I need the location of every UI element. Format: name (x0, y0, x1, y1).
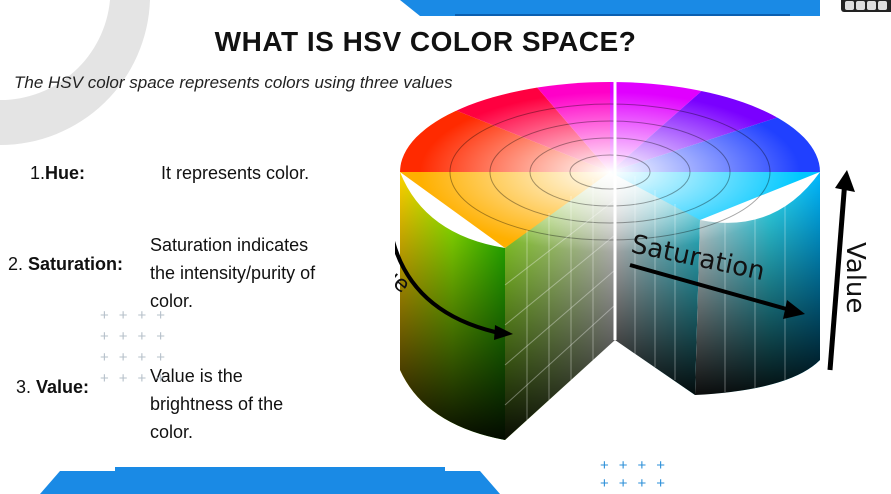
item-number: 2. (8, 254, 24, 274)
gear-icon[interactable] (878, 1, 887, 10)
plus-pattern-blue: ++++ ++++ (600, 457, 676, 492)
window-toolbar (841, 0, 891, 12)
item-hue-label: 1.Hue: (30, 163, 85, 184)
item-value-description: Value is the brightness of the color. (150, 366, 284, 442)
item-term: Saturation: (28, 254, 124, 274)
item-hue-description: It represents color. (161, 163, 310, 183)
document-icon[interactable] (856, 1, 865, 10)
top-accent-banner (400, 0, 820, 16)
item-number: 1. (30, 163, 46, 183)
item-term: Value: (36, 377, 90, 397)
slide-title: WHAT IS HSV COLOR SPACE? (214, 26, 637, 57)
hsv-cylinder-figure: Hue Saturation Value (395, 75, 870, 440)
item-saturation-label: 2. Saturation: (8, 254, 123, 275)
plus-pattern-gray: ++++ ++++ ++++ ++++ (100, 307, 176, 387)
item-term: Hue: (45, 163, 86, 183)
intro-text: The HSV color space represents colors us… (14, 73, 453, 92)
value-arrow-label: Value (840, 242, 870, 313)
item-number: 3. (16, 377, 32, 397)
item-saturation-description: Saturation indicates the intensity/purit… (150, 235, 316, 311)
item-value-label: 3. Value: (16, 377, 89, 398)
copy-icon[interactable] (867, 1, 876, 10)
bottom-accent-banner (40, 467, 500, 494)
decorative-arc (0, 0, 150, 146)
camera-icon[interactable] (845, 1, 854, 10)
